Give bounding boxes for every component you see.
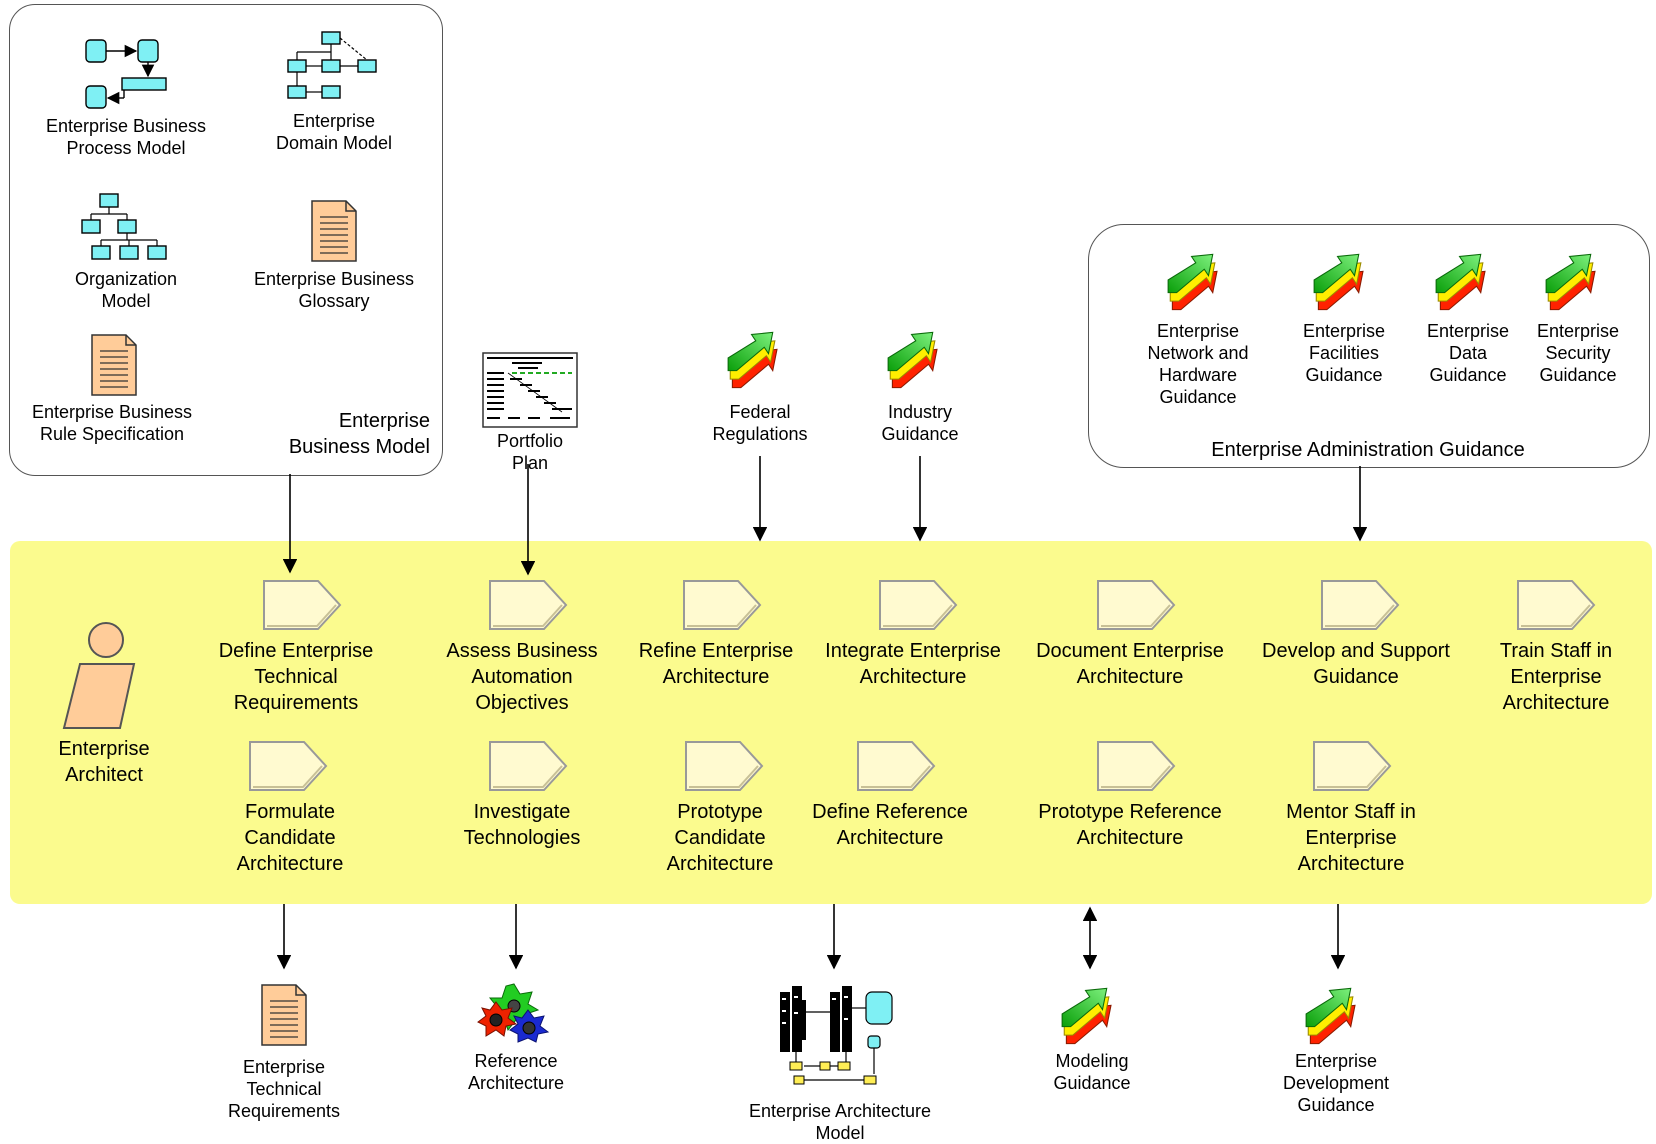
activity-mentor-staff[interactable]: Mentor Staff in Enterprise Architecture xyxy=(1286,801,1416,875)
activity-prototype-candidate[interactable]: Prototype Candidate Architecture xyxy=(666,801,774,875)
organization-model-label: Organization Model xyxy=(74,269,178,311)
rule-spec-label: Enterprise Business Rule Specification xyxy=(31,402,193,444)
process-model-icon[interactable] xyxy=(84,36,170,112)
architecture-model-label: Enterprise Architecture Model xyxy=(748,1101,932,1143)
security-guidance-label: Enterprise Security Guidance xyxy=(1536,321,1620,385)
gantt-plan-icon[interactable] xyxy=(482,352,578,428)
admin-guidance-title: Enterprise Administration Guidance xyxy=(1211,439,1525,461)
development-guidance-label: Enterprise Development Guidance xyxy=(1282,1051,1390,1115)
activity-define-reference[interactable]: Define Reference Architecture xyxy=(812,801,968,849)
network-guidance-label: Enterprise Network and Hardware Guidance xyxy=(1147,321,1249,407)
reference-architecture-icon[interactable] xyxy=(476,982,552,1043)
org-chart-icon[interactable] xyxy=(80,192,170,262)
admin-guidance-panel xyxy=(1088,224,1650,468)
process-model-label: Enterprise Business Process Model xyxy=(45,116,207,158)
facilities-guidance-label: Enterprise Facilities Guidance xyxy=(1302,321,1386,385)
person-icon[interactable] xyxy=(60,620,140,732)
activity-formulate-candidate[interactable]: Formulate Candidate Architecture xyxy=(236,801,344,875)
domain-model-icon[interactable] xyxy=(286,30,378,100)
data-guidance-label: Enterprise Data Guidance xyxy=(1426,321,1510,385)
activity-assess-business-automation[interactable]: Assess Business Automation Objectives xyxy=(446,640,598,714)
glossary-label: Enterprise Business Glossary xyxy=(253,269,415,311)
activity-investigate-technologies[interactable]: Investigate Technologies xyxy=(463,801,581,849)
activity-define-technical-requirements[interactable]: Define Enterprise Technical Requirements xyxy=(218,640,374,714)
modeling-guidance-label: Modeling Guidance xyxy=(1053,1051,1131,1093)
business-model-title: Enterprise Business Model xyxy=(288,410,430,458)
role-label: Enterprise Architect xyxy=(58,738,150,786)
federal-regulations-label: Federal Regulations xyxy=(712,402,808,444)
domain-model-label: Enterprise Domain Model xyxy=(275,111,393,153)
portfolio-plan-label: Portfolio Plan xyxy=(496,431,564,473)
activity-document-architecture[interactable]: Document Enterprise Architecture xyxy=(1036,640,1224,688)
industry-guidance-label: Industry Guidance xyxy=(881,402,959,444)
activity-refine-architecture[interactable]: Refine Enterprise Architecture xyxy=(638,640,794,688)
architecture-model-icon[interactable] xyxy=(776,982,902,1086)
reference-architecture-label: Reference Architecture xyxy=(467,1051,565,1093)
activity-prototype-reference[interactable]: Prototype Reference Architecture xyxy=(1038,801,1222,849)
activity-develop-support-guidance[interactable]: Develop and Support Guidance xyxy=(1262,640,1450,688)
technical-requirements-label: Enterprise Technical Requirements xyxy=(227,1057,341,1121)
activity-integrate-architecture[interactable]: Integrate Enterprise Architecture xyxy=(825,640,1001,688)
business-model-panel xyxy=(9,4,443,476)
activity-train-staff[interactable]: Train Staff in Enterprise Architecture xyxy=(1499,640,1613,714)
